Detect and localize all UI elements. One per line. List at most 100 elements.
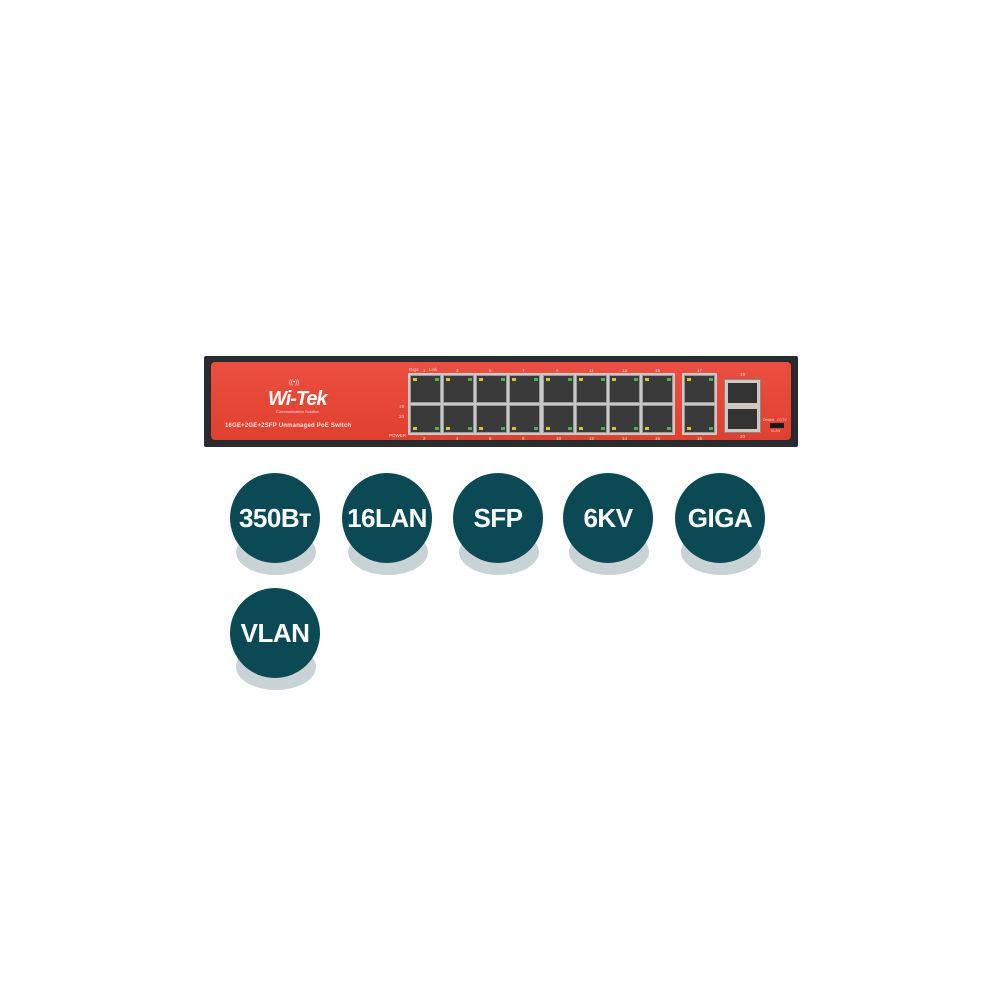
led-icon	[479, 378, 483, 381]
led-icon	[645, 378, 649, 381]
port-number: 4	[456, 436, 459, 441]
badge-circle: VLAN	[230, 588, 320, 678]
switch-label-cctv: CCTV	[777, 418, 787, 422]
led-icon	[568, 427, 572, 430]
badge-label: SFP	[473, 502, 523, 533]
led-icon	[501, 378, 505, 381]
led-icon	[667, 378, 671, 381]
led-icon	[446, 427, 450, 430]
badge-label: VLAN	[240, 617, 310, 648]
badge-label: GIGA	[687, 502, 753, 533]
rj45-port	[543, 405, 574, 433]
badge-circle: 350Вт	[230, 473, 320, 563]
led-icon	[413, 427, 417, 430]
led-icon	[435, 378, 439, 381]
feature-badge: VLAN	[230, 588, 320, 690]
led-icon	[612, 378, 616, 381]
badge-circle: 16LAN	[342, 473, 432, 563]
led-icon	[468, 378, 472, 381]
brand-tagline: Communication Solution	[276, 409, 320, 414]
rj45-port	[609, 405, 640, 433]
wireless-icon: ((•))	[289, 380, 300, 386]
rj45-port	[509, 375, 540, 403]
led-icon	[709, 427, 713, 430]
port-number: 8	[522, 436, 525, 441]
feature-badge: 16LAN	[342, 473, 432, 575]
led-icon	[512, 427, 516, 430]
feature-badge: 6KV	[563, 473, 653, 575]
rj45-port	[684, 375, 715, 403]
led-icon	[501, 427, 505, 430]
rj45-port	[642, 405, 673, 433]
rj45-port	[443, 375, 474, 403]
led-label-link: Link	[429, 367, 438, 372]
mode-switch[interactable]	[770, 423, 784, 428]
rj45-port	[476, 375, 507, 403]
led-icon	[645, 427, 649, 430]
led-icon	[479, 427, 483, 430]
rj45-port	[410, 405, 441, 433]
led-icon	[601, 378, 605, 381]
led-icon	[568, 378, 572, 381]
led-icon	[435, 427, 439, 430]
led-icon	[667, 427, 671, 430]
led-label-19: 19	[399, 404, 405, 409]
led-icon	[709, 378, 713, 381]
rj45-port	[576, 405, 607, 433]
feature-badge: GIGA	[675, 473, 765, 575]
port-number: 10	[556, 436, 562, 441]
led-icon	[687, 427, 691, 430]
led-icon	[546, 378, 550, 381]
led-icon	[534, 427, 538, 430]
led-label-power: POWER	[389, 433, 407, 438]
badge-circle: GIGA	[675, 473, 765, 563]
led-icon	[546, 427, 550, 430]
port-number: 15	[655, 368, 661, 373]
model-text: 16GE+2GE+2SFP Unmanaged PoE Switch	[225, 423, 352, 429]
sfp-label-bottom: 20	[740, 434, 746, 439]
rj45-port	[543, 375, 574, 403]
led-icon	[687, 378, 691, 381]
led-icon	[446, 378, 450, 381]
port-number: 1	[423, 368, 426, 373]
led-label-20: 20	[399, 414, 405, 419]
port-number: 16	[655, 436, 661, 441]
port-number: 13	[622, 368, 628, 373]
port-number: 14	[622, 436, 628, 441]
rj45-port	[476, 405, 507, 433]
badge-circle: 6KV	[563, 473, 653, 563]
rj45-port	[684, 405, 715, 433]
feature-badge: 350Вт	[230, 473, 320, 575]
rj45-port	[509, 405, 540, 433]
feature-badge: SFP	[453, 473, 543, 575]
sfp-port-19	[728, 383, 757, 403]
led-icon	[468, 427, 472, 430]
led-icon	[534, 378, 538, 381]
port-number: 2	[423, 436, 426, 441]
rj45-port	[576, 375, 607, 403]
rj45-port	[609, 375, 640, 403]
port-number: 17	[697, 368, 703, 373]
port-number: 9	[556, 368, 559, 373]
led-icon	[512, 378, 516, 381]
rj45-port	[443, 405, 474, 433]
led-icon	[579, 378, 583, 381]
badge-label: 16LAN	[347, 502, 427, 533]
led-label-giga: Giga	[409, 367, 419, 372]
rj45-port	[410, 375, 441, 403]
port-number: 6	[489, 436, 492, 441]
badge-label: 6KV	[583, 502, 633, 533]
sfp-label-top: 19	[740, 372, 746, 377]
port-number: 5	[489, 368, 492, 373]
rj45-port	[642, 375, 673, 403]
led-icon	[579, 427, 583, 430]
port-number: 12	[589, 436, 595, 441]
port-number: 7	[522, 368, 525, 373]
switch-label-default: Default	[763, 418, 775, 422]
port-number: 3	[456, 368, 459, 373]
port-number: 18	[697, 436, 703, 441]
switch-label-vlan: VLAN	[771, 429, 781, 433]
led-icon	[634, 427, 638, 430]
badge-label: 350Вт	[238, 502, 312, 533]
port-number: 11	[589, 368, 594, 373]
